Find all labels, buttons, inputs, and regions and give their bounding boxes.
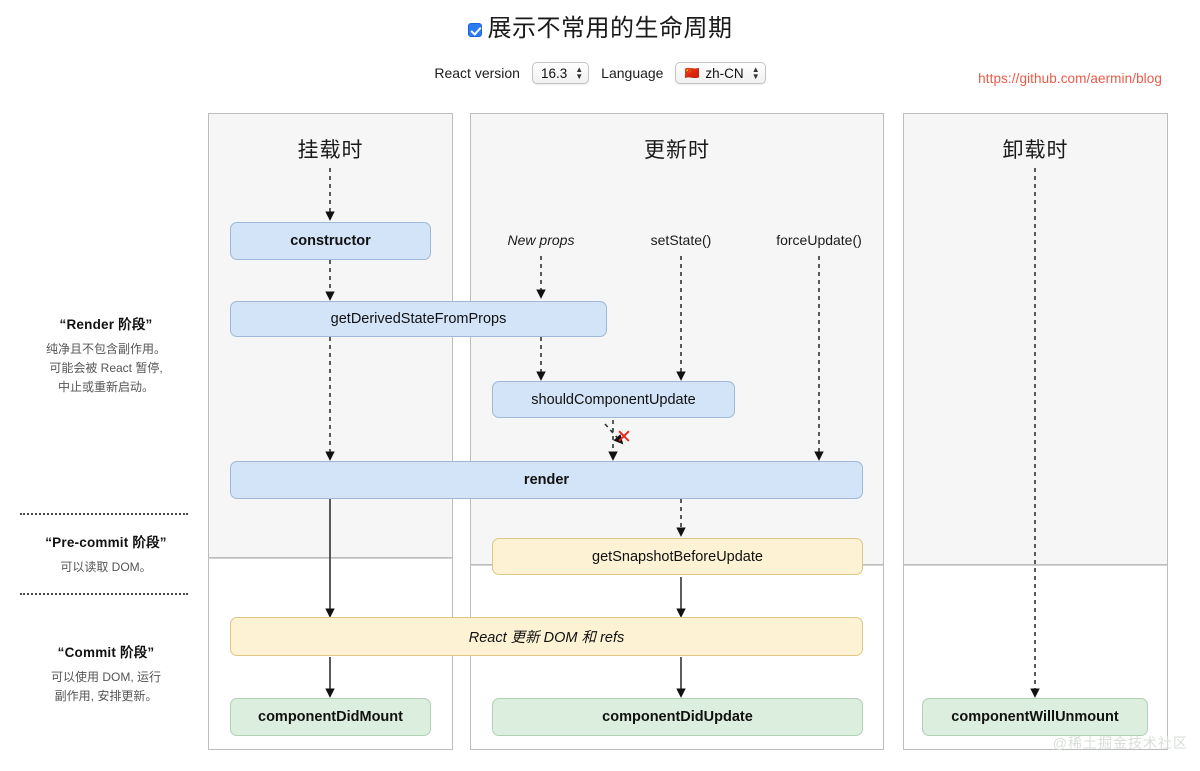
phase-render: “Render 阶段” 纯净且不包含副作用。 可能会被 React 暂停, 中止… (8, 313, 204, 397)
node-react-updates-dom-and-refs[interactable]: React 更新 DOM 和 refs (230, 617, 863, 656)
node-render[interactable]: render (230, 461, 863, 499)
react-version-value: 16.3 (540, 65, 568, 81)
github-link[interactable]: https://github.com/aermin/blog (978, 71, 1162, 86)
node-component-did-mount[interactable]: componentDidMount (230, 698, 431, 736)
node-get-snapshot-before-update[interactable]: getSnapshotBeforeUpdate (492, 538, 863, 575)
stepper-arrows-icon[interactable]: ▲▼ (751, 65, 760, 81)
node-component-did-update[interactable]: componentDidUpdate (492, 698, 863, 736)
phase-divider-top (20, 513, 188, 515)
phase-pre-commit: “Pre-commit 阶段” 可以读取 DOM。 (8, 531, 204, 577)
react-version-select[interactable]: 16.3 ▲▼ (531, 62, 590, 84)
react-version-label: React version (434, 65, 520, 81)
unmounting-column-title: 卸载时 (1002, 139, 1069, 162)
show-uncommon-lifecycle-row: 展示不常用的生命周期 (0, 15, 1200, 42)
trigger-new-props: New props (507, 232, 575, 248)
updating-column-title: 更新时 (644, 139, 710, 162)
node-should-component-update[interactable]: shouldComponentUpdate (492, 381, 735, 418)
language-select[interactable]: 🇨🇳 zh-CN ▲▼ (675, 62, 766, 84)
trigger-force-update: forceUpdate() (776, 232, 862, 248)
unmounting-panel-upper (903, 113, 1168, 565)
page-title: 展示不常用的生命周期 (487, 15, 733, 42)
phase-render-desc: 纯净且不包含副作用。 可能会被 React 暂停, 中止或重新启动。 (45, 342, 166, 394)
stepper-arrows-icon[interactable]: ▲▼ (575, 65, 584, 81)
flag-cn-icon: 🇨🇳 (684, 66, 700, 80)
language-value: zh-CN (705, 65, 744, 81)
language-label: Language (601, 65, 664, 81)
skip-render-x-icon: ✕ (616, 427, 632, 448)
node-component-will-unmount[interactable]: componentWillUnmount (922, 698, 1148, 736)
phase-pre-commit-desc: 可以读取 DOM。 (60, 560, 152, 574)
phase-render-title: “Render 阶段” (59, 317, 153, 332)
controls-row: React version 16.3 ▲▼ Language 🇨🇳 zh-CN … (0, 62, 1200, 84)
node-get-derived-state-from-props[interactable]: getDerivedStateFromProps (230, 301, 607, 337)
phase-commit: “Commit 阶段” 可以使用 DOM, 运行 副作用, 安排更新。 (8, 641, 204, 706)
phase-pre-commit-title: “Pre-commit 阶段” (45, 535, 167, 550)
phase-commit-desc: 可以使用 DOM, 运行 副作用, 安排更新。 (51, 670, 161, 703)
phase-divider-bottom (20, 593, 188, 595)
watermark: @稀土掘金技术社区 (1052, 735, 1188, 751)
show-uncommon-lifecycle-checkbox[interactable] (467, 23, 482, 38)
trigger-set-state: setState() (650, 232, 712, 248)
phase-commit-title: “Commit 阶段” (57, 645, 155, 660)
mounting-column-title: 挂载时 (297, 139, 364, 162)
node-constructor[interactable]: constructor (230, 222, 431, 260)
